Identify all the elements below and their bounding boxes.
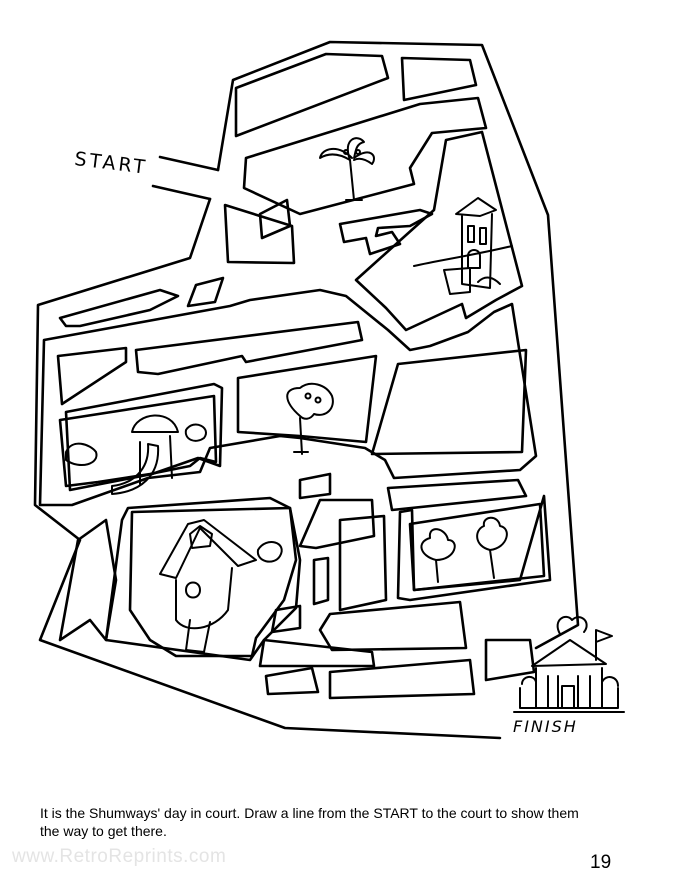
maze-inner-walls — [38, 52, 552, 700]
finish-label: FINISH — [513, 717, 578, 736]
birdhouse-icon — [159, 519, 283, 653]
palm-tree-top-icon — [319, 137, 375, 201]
courthouse-icon — [513, 615, 625, 713]
page-number: 19 — [590, 852, 612, 873]
trees-icon — [420, 516, 508, 583]
tower-building-icon — [413, 197, 513, 295]
palm-tree-middle-icon — [286, 382, 334, 455]
instructions-text: It is the Shumways' day in court. Draw a… — [40, 805, 579, 839]
maze-outer-wall — [33, 40, 580, 740]
watermark: www.RetroReprints.com — [12, 846, 227, 867]
slide-playground-icon — [65, 414, 207, 495]
start-entrance — [151, 155, 220, 201]
